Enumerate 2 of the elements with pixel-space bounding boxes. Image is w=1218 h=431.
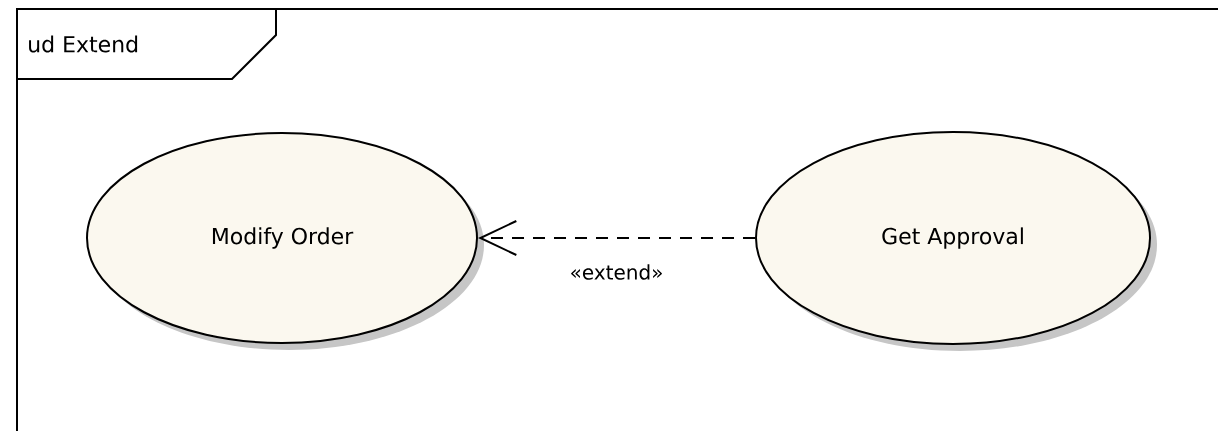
extend-arrow [478,220,756,256]
edge-label: «extend» [568,263,665,281]
